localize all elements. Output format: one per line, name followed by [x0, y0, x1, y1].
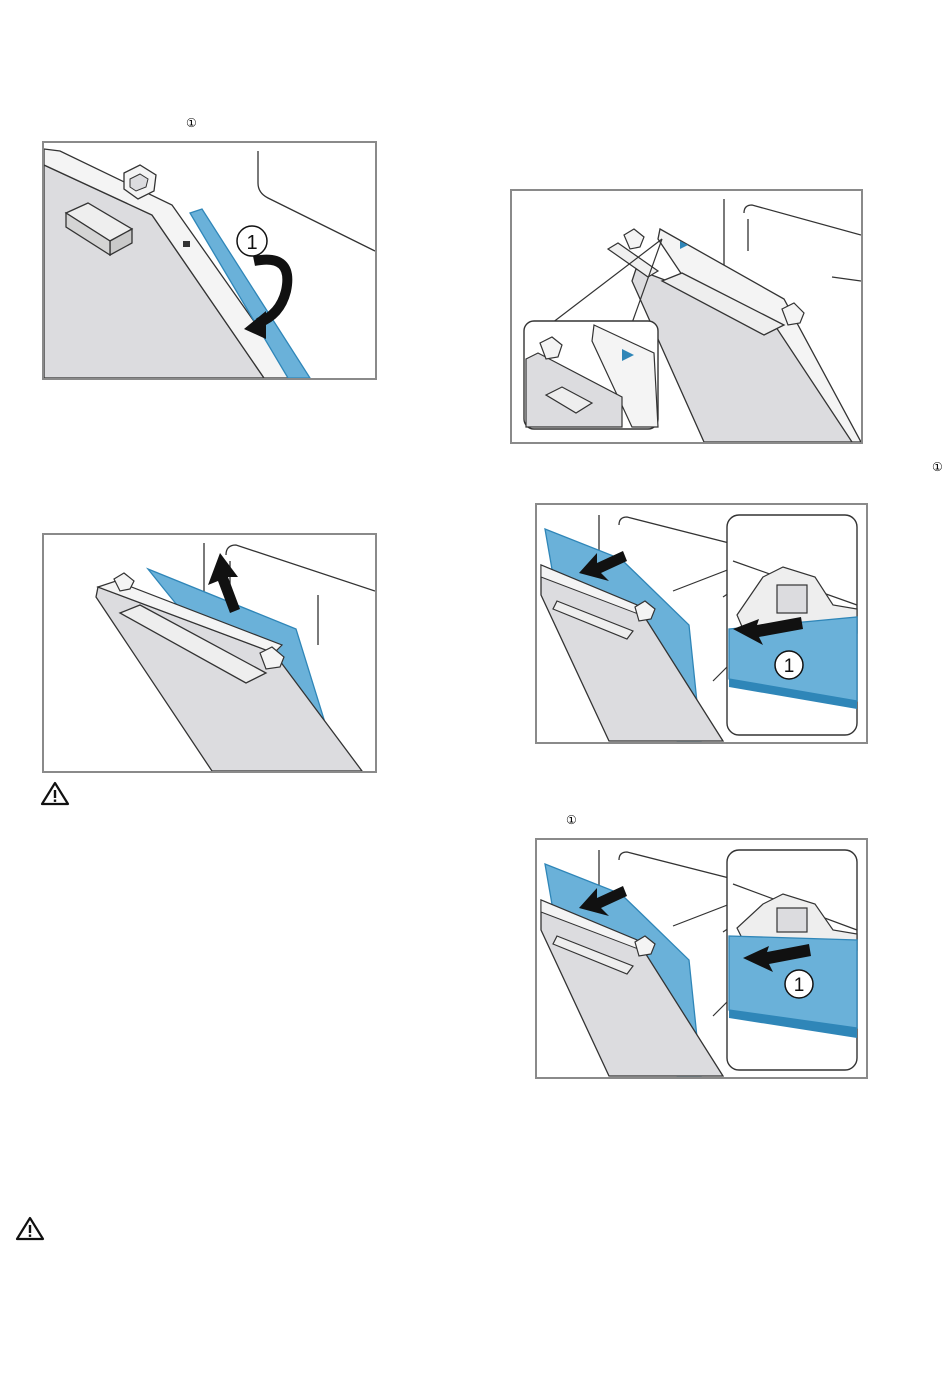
figure-door-marker	[510, 189, 863, 444]
figure-release-lever: 1	[42, 141, 377, 380]
figure-insert-glass: 1	[535, 503, 868, 744]
figure-insert-glass-detail: 1	[535, 838, 868, 1079]
warning-triangle-icon	[15, 1215, 45, 1241]
callout-number: 1	[784, 656, 795, 677]
step-marker-5: ①	[932, 460, 943, 474]
figure-lift-glass	[42, 533, 377, 773]
step-marker-1: ①	[186, 116, 197, 130]
step-marker-6: ①	[566, 813, 577, 827]
warning-triangle-icon	[40, 780, 70, 806]
callout-number: 1	[794, 975, 805, 996]
callout-number: 1	[246, 232, 257, 254]
